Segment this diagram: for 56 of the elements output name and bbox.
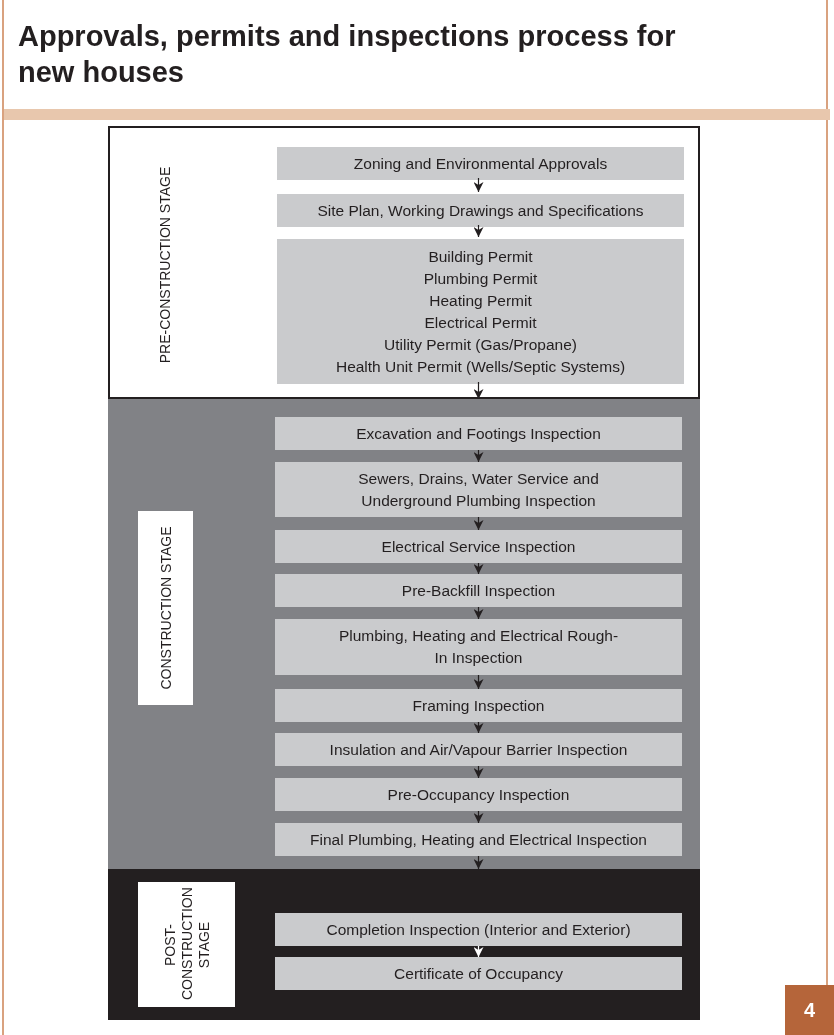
arrow	[473, 381, 484, 400]
step-text: Pre-Backfill Inspection	[401, 580, 556, 601]
step-text: Insulation and Air/Vapour Barrier Inspection	[329, 739, 628, 760]
arrow	[473, 674, 484, 690]
arrow	[473, 449, 484, 463]
step-text: Health Unit Permit (Wells/Septic Systems)	[335, 356, 626, 377]
process-box	[275, 689, 682, 722]
step-text: Plumbing Permit	[423, 268, 538, 289]
arrow	[473, 810, 484, 824]
stage-label: PRE-CONSTRUCTION STAGE	[156, 166, 174, 363]
arrow	[473, 855, 484, 870]
step-text: Heating Permit	[429, 290, 532, 311]
process-box	[275, 733, 682, 766]
stage-label: POST-CONSTRUCTION STAGE	[161, 889, 212, 1000]
arrow	[473, 945, 484, 958]
title: Approvals, permits and inspections process for new houses	[18, 19, 677, 90]
step-text: Excavation and Footings Inspection	[356, 423, 601, 444]
step-text: Utility Permit (Gas/Propane)	[384, 334, 577, 355]
stage-band	[108, 399, 700, 869]
step-text: Zoning and Environmental Approvals	[353, 153, 608, 174]
stage-label-box	[138, 511, 193, 705]
process-box	[275, 574, 682, 607]
step-text: Plumbing, Heating and Electrical Rough-In Inspection	[337, 626, 620, 668]
step-text: Framing Inspection	[412, 695, 545, 716]
step-text: Site Plan, Working Drawings and Specifications	[317, 200, 644, 221]
process-box	[275, 957, 682, 990]
arrow	[473, 177, 484, 193]
stage-label-box	[138, 882, 235, 1007]
stage-label: CONSTRUCTION STAGE	[157, 526, 174, 690]
process-box	[275, 778, 682, 811]
process-box	[275, 913, 682, 946]
step-text: Pre-Occupancy Inspection	[387, 784, 570, 805]
process-box	[277, 194, 684, 227]
step-text: Building Permit	[428, 246, 533, 267]
stage-band	[108, 869, 700, 1020]
arrow	[473, 606, 484, 620]
process-box	[277, 147, 684, 180]
arrow	[473, 224, 484, 238]
page-number: 4	[785, 985, 834, 1035]
process-box	[275, 823, 682, 856]
step-text: Electrical Permit	[424, 312, 537, 333]
step-text: Certificate of Occupancy	[394, 963, 563, 984]
step-text: Completion Inspection (Interior and Exterior)	[326, 919, 631, 940]
step-text: Sewers, Drains, Water Service and Underground Plumbing Inspection	[357, 468, 600, 511]
arrow	[473, 516, 484, 531]
arrow	[473, 765, 484, 779]
process-box	[275, 462, 682, 517]
process-box	[277, 239, 684, 384]
process-box	[275, 619, 682, 675]
arrow	[473, 562, 484, 575]
step-text: Final Plumbing, Heating and Electrical Inspection	[310, 829, 647, 850]
process-box	[275, 417, 682, 450]
arrow	[473, 721, 484, 734]
process-box	[275, 530, 682, 563]
step-text: Electrical Service Inspection	[381, 536, 576, 557]
stage-band	[108, 126, 700, 399]
